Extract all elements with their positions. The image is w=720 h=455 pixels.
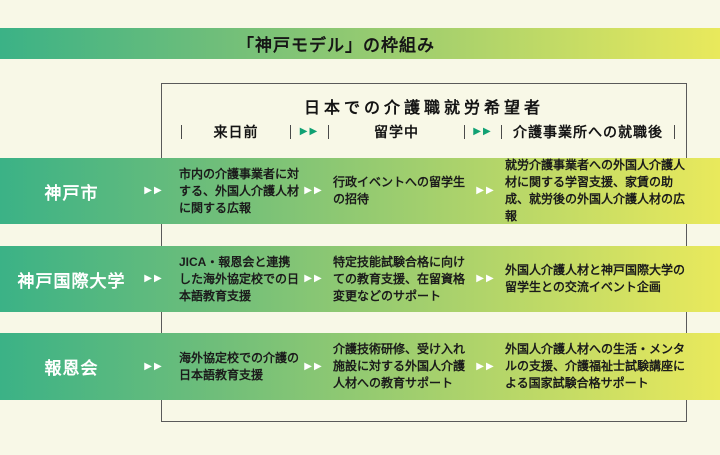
- double-chevron-right-icon: ▶▶: [476, 273, 496, 284]
- stage-separator: [290, 125, 291, 139]
- cell-after-employment: 外国人介護人材と神戸国際大学の留学生との交流イベント企画: [505, 263, 686, 294]
- cell-before-arrival: 海外協定校での介護の日本語教育支援: [179, 350, 300, 382]
- cell-after-employment: 外国人介護人材への生活・メンタルの支援、介護福祉士試験講座による国家試験合格サポ…: [505, 342, 686, 390]
- double-chevron-right-icon: ▶▶: [476, 185, 496, 196]
- stage-studying-abroad: 留学中: [374, 124, 419, 140]
- stage-separator: [328, 125, 329, 139]
- cell-studying-abroad: 行政イベントへの留学生の招待: [333, 175, 466, 206]
- stage-separator: [674, 125, 675, 139]
- double-chevron-right-icon: ▶▶: [144, 273, 164, 284]
- framework-header: 日本での介護職就労希望者: [303, 100, 544, 117]
- row-kobe-international-university: 神戸国際大学 ▶▶ JICA・報恩会と連携した海外協定校での日本語教育支援 ▶▶…: [0, 246, 720, 312]
- cell-before-arrival: 市内の介護事業者に対する、外国人介護人材に関する広報: [179, 166, 300, 215]
- cell-before-arrival: JICA・報恩会と連携した海外協定校での日本語教育支援: [179, 254, 300, 303]
- stage-before-arrival: 来日前: [213, 124, 259, 140]
- stage-after-employment: 介護事業所への就職後: [513, 124, 663, 140]
- stage-timeline: 来日前 ▶▶ 留学中 ▶▶ 介護事業所への就職後: [162, 122, 686, 142]
- cell-studying-abroad: 介護技術研修、受け入れ施設に対する外国人介護人材への教育サポート: [333, 342, 466, 390]
- double-chevron-right-icon: ▶▶: [476, 360, 496, 372]
- double-chevron-right-icon: ▶▶: [473, 126, 493, 137]
- cell-after-employment: 就労介護事業者への外国人介護人材に関する学習支援、家賃の助成、就労後の外国人介護…: [505, 158, 686, 223]
- org-label: 神戸国際大学: [17, 271, 126, 291]
- stage-separator: [181, 125, 182, 139]
- title-bar: 「神戸モデル」の枠組み: [0, 28, 720, 59]
- stage-separator: [501, 125, 502, 139]
- stage-separator: [464, 125, 465, 139]
- cell-studying-abroad: 特定技能試験合格に向けての教育支援、在留資格変更などのサポート: [333, 254, 466, 303]
- double-chevron-right-icon: ▶▶: [144, 360, 164, 372]
- double-chevron-right-icon: ▶▶: [304, 360, 324, 372]
- org-label: 神戸市: [44, 183, 99, 203]
- row-houonkai: 報恩会 ▶▶ 海外協定校での介護の日本語教育支援 ▶▶ 介護技術研修、受け入れ施…: [0, 333, 720, 400]
- page-title: 「神戸モデル」の枠組み: [237, 36, 435, 55]
- double-chevron-right-icon: ▶▶: [304, 185, 324, 196]
- double-chevron-right-icon: ▶▶: [304, 273, 324, 284]
- org-label: 報恩会: [44, 359, 99, 378]
- double-chevron-right-icon: ▶▶: [299, 126, 320, 137]
- double-chevron-right-icon: ▶▶: [144, 185, 164, 196]
- row-kobe-city: 神戸市 ▶▶ 市内の介護事業者に対する、外国人介護人材に関する広報 ▶▶ 行政イ…: [0, 158, 720, 224]
